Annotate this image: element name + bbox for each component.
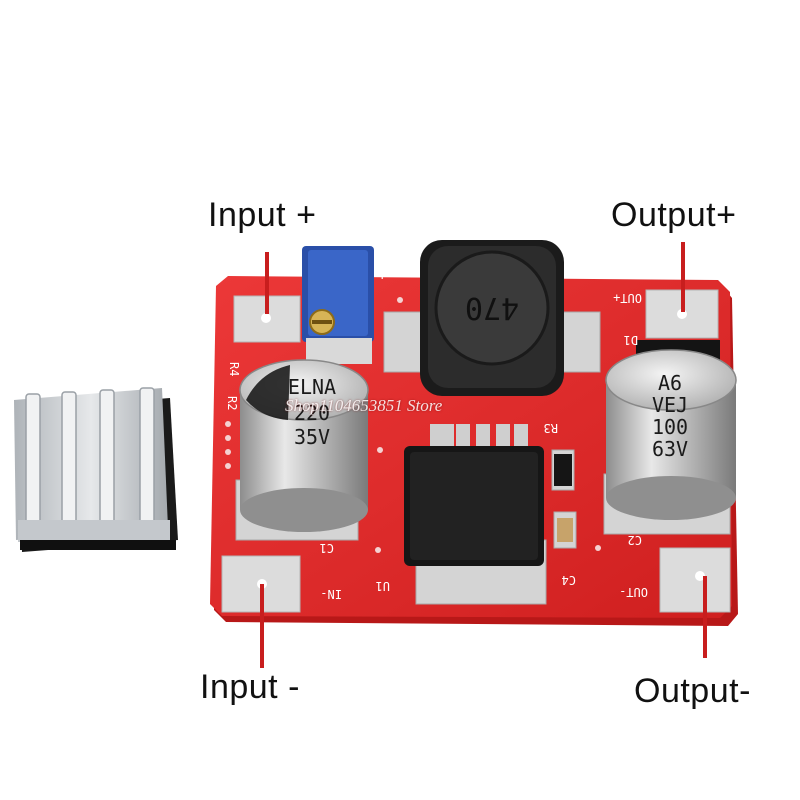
silk-in-minus: IN- [320, 587, 342, 601]
store-watermark: Shop1104653851 Store [285, 396, 443, 415]
cap-c1-line3: 35V [294, 425, 330, 449]
capacitor-c2 [605, 349, 737, 520]
silk-c1: C1 [320, 541, 334, 555]
label-output-minus: Output- [634, 672, 751, 710]
label-input-plus: Input + [208, 196, 317, 234]
silk-out-plus: OUT+ [613, 291, 642, 305]
label-input-minus: Input - [200, 668, 300, 706]
pointer-lines [260, 242, 707, 668]
inductor [420, 240, 564, 396]
silk-r4: R4 [227, 362, 241, 376]
cap-c2-line2: VEJ [652, 393, 688, 417]
heatsink [14, 387, 178, 552]
capacitor-c1 [239, 359, 369, 532]
cap-c2-line4: 63V [652, 437, 688, 461]
silk-u1: U1 [376, 579, 390, 593]
cap-c1-line1: ELNA [288, 375, 336, 399]
silk-out-minus: OUT- [619, 585, 648, 599]
ic-u1 [404, 424, 544, 566]
cap-c2-line1: A6 [658, 371, 682, 395]
silk-r2: R2 [225, 396, 239, 410]
silk-c4: C4 [562, 573, 576, 587]
trimmer-potentiometer [302, 246, 374, 364]
silk-plus: + [378, 268, 386, 284]
cap-c1-line2: 220 [294, 401, 330, 425]
silk-d1: D1 [624, 333, 638, 347]
silk-c2: C2 [628, 533, 642, 547]
cap-c2-line3: 100 [652, 415, 688, 439]
inductor-marking: 470 [465, 290, 519, 325]
label-output-plus: Output+ [611, 196, 737, 234]
silk-r3: R3 [544, 421, 558, 435]
